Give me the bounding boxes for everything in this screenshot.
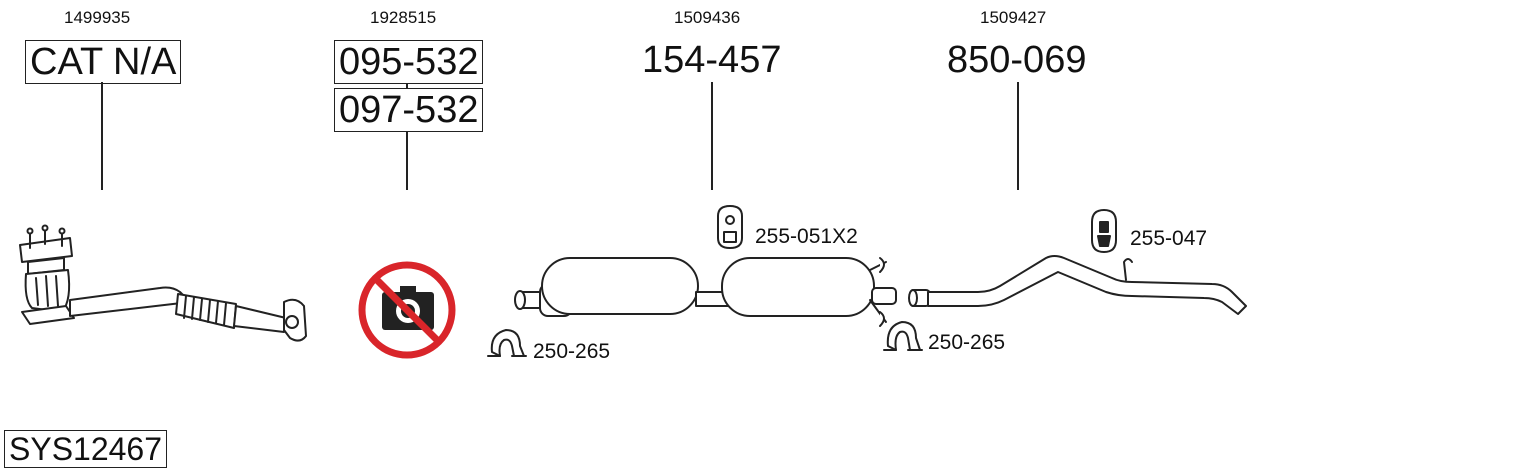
no-camera-prohibited-icon [358,261,456,359]
part-code-3: 1509436 [674,8,741,27]
part-number-middle-silencer[interactable]: 154-457 [642,39,782,81]
leader-line-3 [711,82,713,190]
part-number-rear-pipe[interactable]: 850-069 [947,39,1087,81]
leader-line-2 [406,131,408,190]
clamp-label-left[interactable]: 250-265 [533,340,611,363]
part-number-095-532[interactable]: 095-532 [334,40,484,84]
hanger-label-rear[interactable]: 255-047 [1130,227,1208,250]
clamp-icon-left[interactable] [487,329,527,357]
rubber-hanger-icon-middle[interactable] [717,205,743,249]
system-code: SYS12467 [4,430,168,468]
part-code-1: 1499935 [64,8,131,27]
leader-line-4 [1017,82,1019,190]
clamp-icon-right[interactable] [883,321,923,351]
hanger-label-middle[interactable]: 255-051X2 [755,225,858,248]
rear-pipe-illustration[interactable] [908,255,1247,315]
clamp-label-right[interactable]: 250-265 [928,331,1006,354]
leader-line-1 [101,82,103,190]
rubber-hanger-icon-rear[interactable] [1091,209,1117,253]
part-code-4: 1509427 [980,8,1047,27]
part-code-2: 1928515 [370,8,437,27]
part-number-cat[interactable]: CAT N/A [25,40,182,84]
catalytic-converter-illustration[interactable] [19,224,307,342]
leader-line-2a [406,83,408,88]
middle-silencer-illustration[interactable] [514,257,897,327]
part-number-097-532[interactable]: 097-532 [334,88,484,132]
